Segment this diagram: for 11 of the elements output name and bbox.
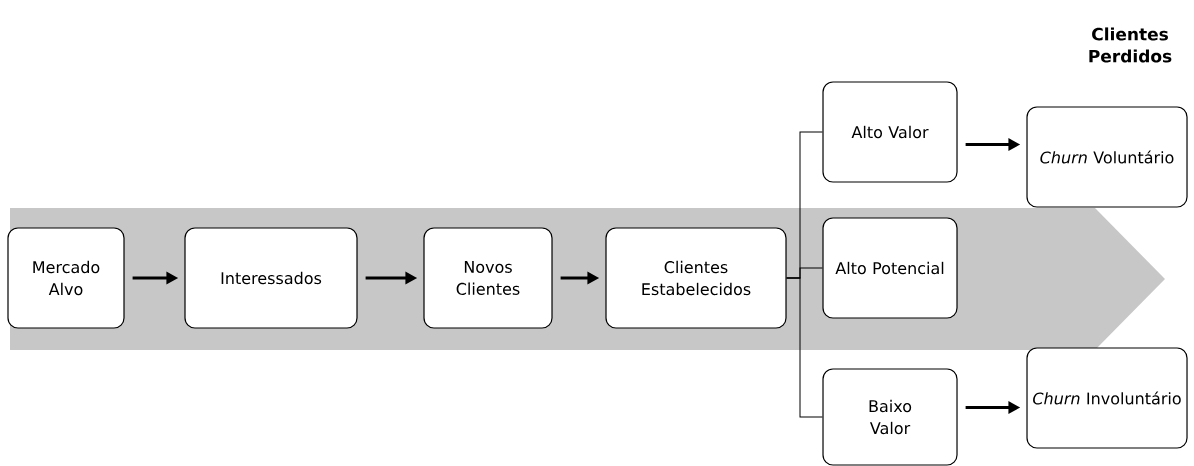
process-box: Interessados bbox=[184, 227, 358, 329]
column-heading: Clientes Perdidos bbox=[1089, 27, 1172, 63]
process-box: Alto Potencial bbox=[822, 217, 958, 319]
process-box: Churn Involuntário bbox=[1026, 347, 1188, 449]
process-box: Baixo Valor bbox=[822, 368, 958, 466]
process-box: Mercado Alvo bbox=[7, 227, 125, 329]
process-box: Novos Clientes bbox=[423, 227, 553, 329]
process-box: Churn Voluntário bbox=[1026, 106, 1188, 208]
bracket-line bbox=[786, 277, 823, 418]
process-box: Alto Valor bbox=[822, 81, 958, 183]
process-box: Clientes Estabelecidos bbox=[605, 227, 787, 329]
